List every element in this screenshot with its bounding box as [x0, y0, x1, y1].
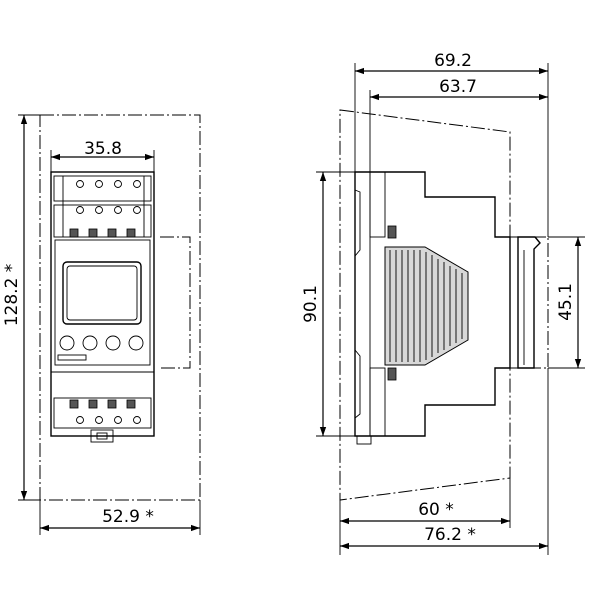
dim-label-front-width-inner: 35.8: [84, 139, 122, 159]
side-top-terminal: [369, 171, 386, 238]
side-bottom-screw: [387, 367, 397, 381]
side-ribs: [389, 250, 463, 362]
front-side-tab-outline: [160, 236, 191, 369]
front-buttons: [59, 335, 144, 351]
side-bottom-terminal: [369, 367, 386, 437]
front-panel-cover: [54, 239, 151, 366]
dim-label-side-height-body: 90.1: [301, 285, 321, 323]
dim-label-side-depth-bottom-inner: 60 *: [418, 500, 454, 520]
front-top-terminals: [62, 176, 145, 238]
side-top-screw: [387, 225, 397, 239]
dim-label-side-depth-top-inner: 63.7: [439, 77, 477, 97]
front-lcd-display: [62, 261, 142, 325]
side-bottom-latch: [356, 435, 372, 445]
front-top-terminal-block-2: [53, 204, 152, 238]
front-label-slot: [57, 354, 87, 361]
side-view: 69.2 63.7 90.1 45.1 60 * 76.2 *: [301, 51, 585, 555]
side-ribbed-section: [384, 246, 469, 366]
dim-label-side-height-rail: 45.1: [556, 283, 576, 321]
side-din-rail-clip: [517, 236, 541, 369]
front-bottom-terminal-block: [53, 397, 152, 429]
front-envelope-outline: [39, 114, 201, 501]
front-din-clip: [90, 429, 114, 443]
front-din-clip-inner: [96, 432, 108, 440]
side-front-panel-profile: [354, 189, 361, 419]
front-lcd-inner: [66, 265, 138, 321]
dim-label-side-depth-bottom-outer: 76.2 *: [424, 525, 476, 545]
front-view: 35.8 128.2 * 52.9 *: [2, 114, 201, 535]
front-bottom-terminals: [69, 399, 141, 424]
front-top-terminal-block: [53, 175, 152, 202]
dim-label-side-depth-top-outer: 69.2: [434, 51, 472, 71]
dim-label-front-width-total: 52.9 *: [102, 507, 154, 527]
dim-label-front-height-total: 128.2 *: [2, 264, 22, 327]
